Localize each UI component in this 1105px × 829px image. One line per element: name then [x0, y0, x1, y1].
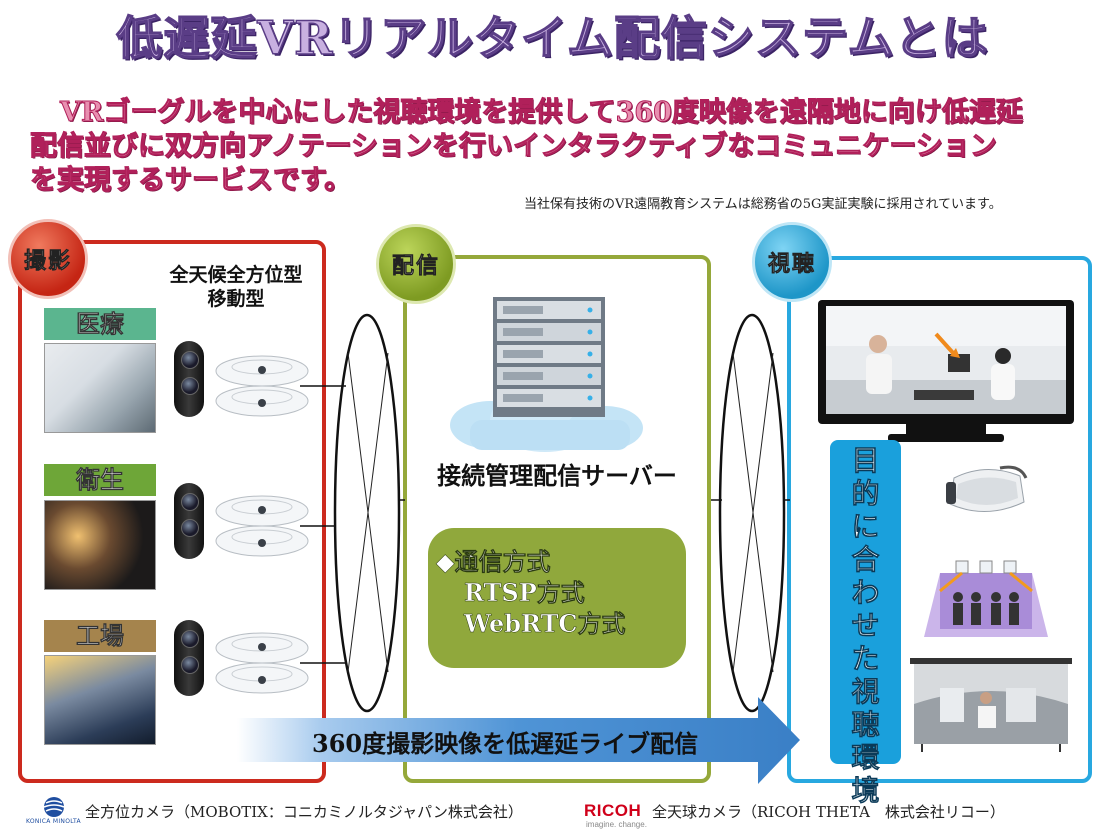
vr-headset-icon: [946, 465, 1028, 513]
distribution-badge: 配信: [376, 224, 456, 304]
vertical-char: 環: [851, 741, 880, 775]
capture-panel: [18, 240, 326, 783]
method-rtsp: RTSP方式: [464, 578, 585, 608]
server-caption: 接続管理配信サーバー: [437, 461, 677, 490]
vertical-char: 合: [851, 543, 880, 577]
viewing-panel: [787, 256, 1092, 783]
category-hygiene: 衛生: [44, 464, 156, 496]
capture-heading-line-1: 全天候全方位型: [169, 264, 303, 286]
method-webrtc: WebRTC方式: [464, 609, 626, 639]
multi-viewer-room-icon: [924, 560, 1048, 637]
methods-title: ◆通信方式: [436, 547, 551, 577]
capture-heading: 全天候全方位型 移動型: [148, 263, 324, 311]
arrow-label: 360度撮影映像を低遅延ライブ配信: [312, 729, 699, 758]
vertical-char: わ: [851, 576, 880, 610]
right-network-cross-2: [732, 352, 774, 673]
left-network-ellipse: [333, 313, 401, 713]
category-factory: 工場: [44, 620, 156, 652]
medical-photo: [44, 343, 156, 433]
intro-line-2: 配信並びに双方向アノテーションを行いインタラクティブなコミュニケーション: [30, 131, 998, 163]
vertical-char: せ: [851, 609, 880, 643]
category-medical: 医療: [44, 308, 156, 340]
intro-text: VRゴーグルを中心にした視聴環境を提供して360度映像を遠隔地に向け低遅延 配信…: [29, 96, 1100, 198]
viewing-badge: 視聴: [752, 222, 832, 302]
theta-camera-icon: [174, 483, 204, 559]
theta-camera-icon: [174, 341, 204, 417]
factory-photo: [44, 655, 156, 745]
server-icon: [450, 297, 643, 452]
left-network-cross-2: [347, 352, 389, 673]
theta-camera-icon: [174, 620, 204, 696]
vertical-char: 境: [851, 774, 880, 808]
vertical-char: 聴: [851, 708, 880, 742]
konica-minolta-logo-text: KONICA MINOLTA: [26, 818, 81, 825]
vertical-char: た: [851, 642, 880, 676]
intro-line-3: を実現するサービスです。: [29, 165, 352, 197]
live-distribution-arrow: [237, 697, 800, 784]
ricoh-logo: RICOH: [584, 801, 642, 820]
capture-heading-line-2: 移動型: [207, 288, 265, 310]
konica-minolta-logo-icon: [43, 797, 65, 817]
ricoh-tagline: imagine. change.: [586, 820, 647, 829]
hygiene-photo: [44, 500, 156, 590]
vertical-char: 目: [851, 444, 880, 478]
mobotix-camera-icon: [215, 632, 309, 694]
vertical-char: 的: [851, 477, 880, 511]
footer-ricoh-credit: 全天球カメラ（RICOH THETA 株式会社リコー）: [652, 803, 1005, 821]
mobotix-camera-icon: [215, 355, 309, 417]
distribution-panel: [403, 255, 711, 783]
monitor-icon: [818, 300, 1074, 442]
page-title: 低遅延VRリアルタイム配信システムとは: [116, 10, 989, 66]
mobotix-camera-icon: [215, 495, 309, 557]
right-network-ellipse: [718, 313, 786, 713]
intro-line-1: VRゴーグルを中心にした視聴環境を提供して360度映像を遠隔地に向け低遅延: [60, 97, 1024, 129]
viewing-environment-label: 目 的 に 合 わ せ た 視 聴 環 境: [830, 440, 901, 807]
communication-methods-box: ◆通信方式 RTSP方式 WebRTC方式: [428, 528, 686, 668]
adoption-note: 当社保有技術のVR遠隔教育システムは総務省の5G実証実験に採用されています。: [524, 197, 1002, 212]
panoramic-screen-icon: [910, 658, 1072, 752]
vertical-char: に: [851, 510, 880, 544]
vertical-char: 視: [851, 675, 880, 709]
capture-badge: 撮影: [8, 219, 88, 299]
footer-mobotix-credit: 全方位カメラ（MOBOTIX：コニカミノルタジャパン株式会社）: [85, 803, 523, 821]
